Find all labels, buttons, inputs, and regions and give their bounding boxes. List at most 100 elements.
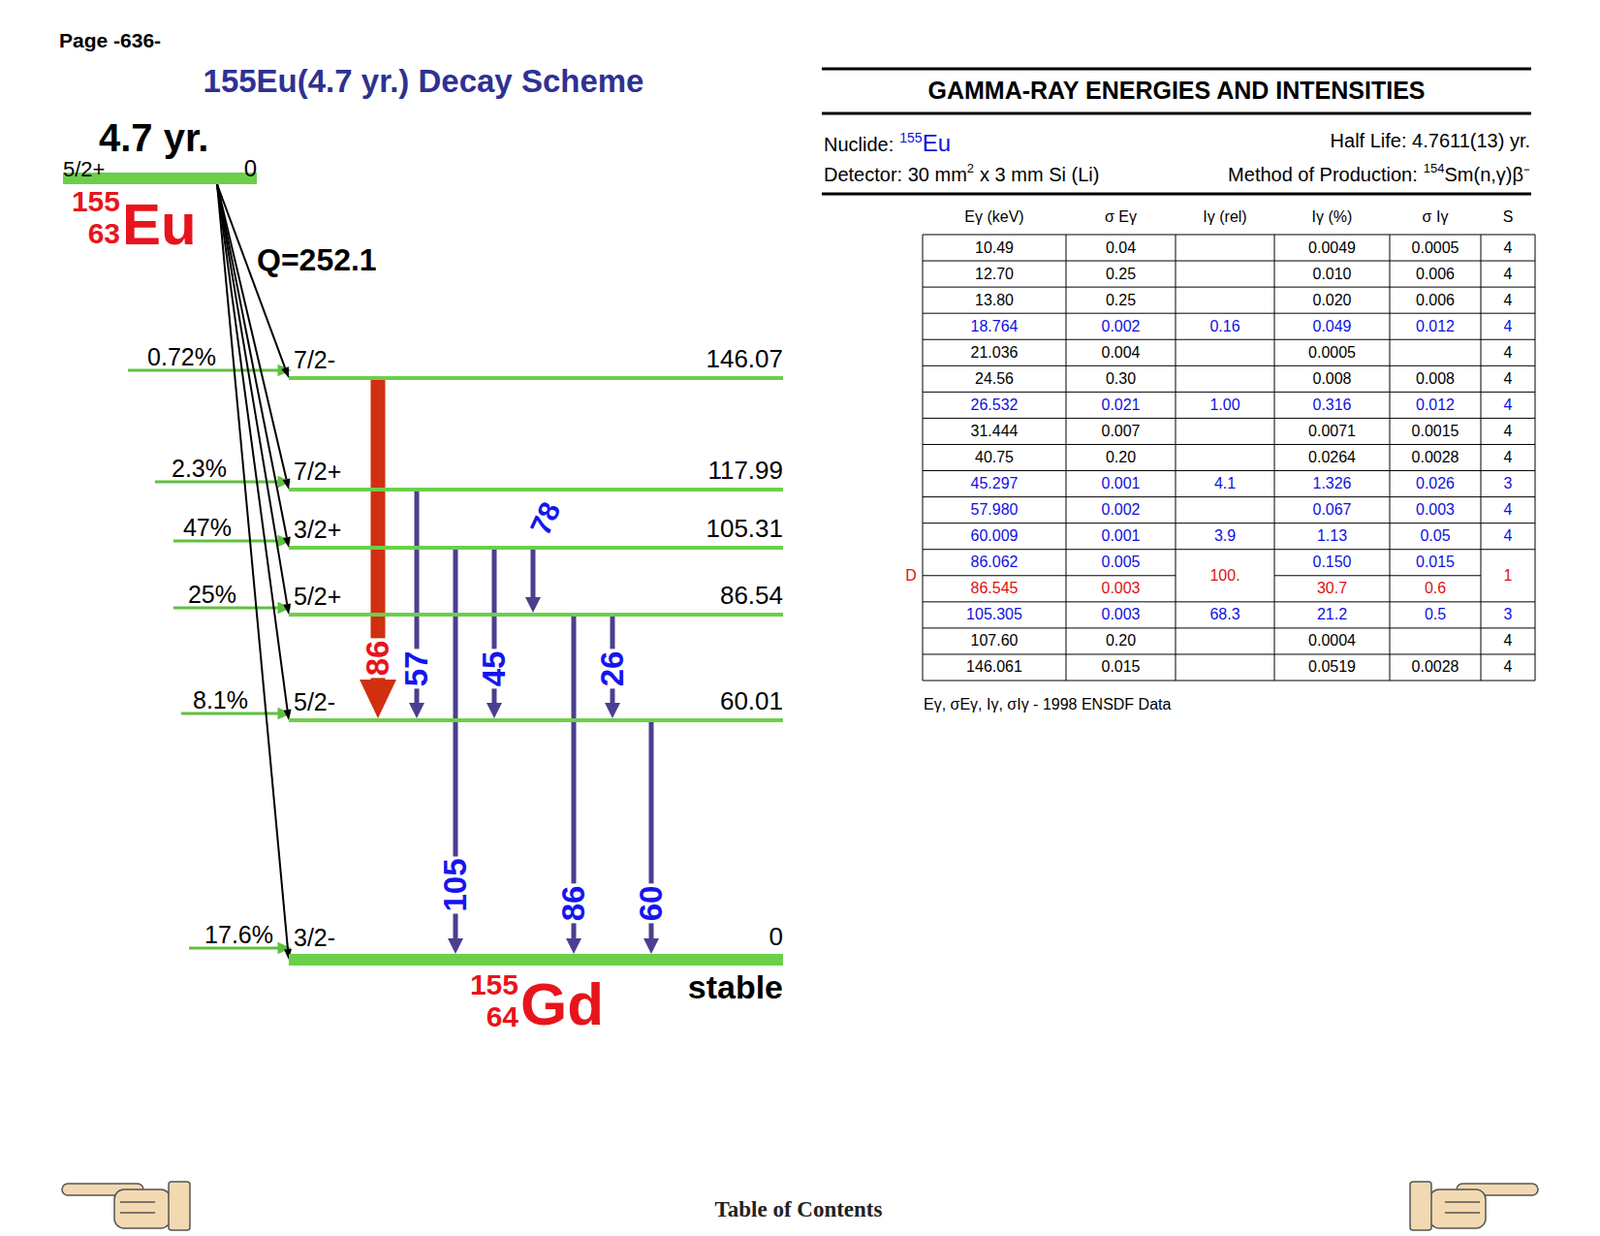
table-cell: 0.30 (1105, 370, 1136, 388)
grid-line (1535, 234, 1537, 681)
table-cell: 31.444 (971, 422, 1019, 440)
gamma-transition (525, 549, 541, 613)
grid-line (922, 574, 1176, 576)
header-line: Method of Production:154Sm(n,γ)β⁻ (1227, 160, 1531, 188)
level-energy: 105.31 (705, 513, 784, 544)
nav-link: Table of Contents (715, 1196, 883, 1223)
arrow-head (525, 596, 541, 613)
mass-number: 155 (470, 968, 519, 1002)
table-cell: 30.7 (1317, 579, 1348, 597)
level-energy: 86.54 (720, 580, 784, 611)
gamma-transition (486, 549, 502, 719)
table-cell: 21.2 (1317, 605, 1348, 624)
table-cell: 26.532 (971, 396, 1019, 414)
beta-branch (217, 184, 289, 378)
table-cell: 0.0028 (1411, 658, 1460, 676)
grid-line (922, 470, 1536, 471)
column-header: Iγ (%) (1312, 208, 1353, 226)
table-title: GAMMA-RAY ENERGIES AND INTENSITIES (927, 76, 1425, 105)
beta-line (217, 184, 287, 537)
spin-parity: 5/2- (293, 688, 336, 717)
beta-branch (217, 184, 291, 548)
gamma-energy-label: 105 (437, 855, 474, 913)
table-cell: 4 (1504, 631, 1513, 650)
header-text: 2 (967, 160, 974, 176)
table-cell: 0.007 (1100, 422, 1140, 440)
table-cell: 0.0071 (1308, 422, 1356, 440)
table-cell: 0.16 (1209, 317, 1240, 336)
table-cell: 4 (1504, 448, 1513, 467)
parent-level: 4.7 yr.5/2+0 (62, 172, 257, 185)
grid-line (922, 653, 1536, 655)
grid-line (1274, 574, 1481, 576)
pointing-hand (62, 1181, 190, 1230)
level-energy: 0 (244, 155, 257, 183)
table-cell: 0.015 (1100, 658, 1140, 676)
grid-line (922, 443, 1536, 445)
gamma-energy-label: 78 (523, 495, 569, 542)
table-cell: 13.80 (974, 291, 1014, 310)
table-cell: 0.008 (1312, 370, 1351, 388)
table-cell: 0.003 (1100, 579, 1140, 597)
arrow-head (486, 702, 502, 719)
grid-line (922, 417, 1536, 419)
column-header: S (1503, 208, 1514, 226)
level-energy: 117.99 (707, 455, 784, 486)
table-cell: 0.021 (1100, 396, 1140, 414)
spin-parity: 5/2+ (62, 156, 105, 183)
energy-level: 7/2+117.99 (288, 487, 784, 492)
table-cell: 24.56 (974, 370, 1014, 388)
grid-line (922, 627, 1536, 628)
table-cell: 1 (1504, 566, 1513, 585)
branch-pointers (127, 366, 288, 952)
grid-line (1066, 234, 1067, 681)
table-cell: 0.010 (1312, 265, 1351, 283)
arrow-head (359, 679, 397, 719)
table-cell: 18.764 (971, 317, 1019, 336)
mass-number: 155 (71, 185, 121, 219)
grid-line (1389, 234, 1391, 681)
table-cell: 100. (1209, 566, 1240, 585)
table-cell: 4 (1504, 501, 1513, 519)
doublet-marker: D (905, 566, 917, 585)
beta-line (217, 184, 288, 949)
table-cell: 0.20 (1105, 448, 1136, 467)
table-cell: 0.05 (1419, 527, 1450, 545)
table-cell: 0.6 (1424, 579, 1446, 597)
table-cell: 4 (1504, 239, 1513, 257)
table-cell: 105.305 (966, 605, 1023, 624)
header-text: Nuclide: (823, 133, 894, 157)
q-value: Q=252.1 (256, 242, 377, 279)
beta-line (217, 184, 286, 479)
rule (821, 192, 1532, 196)
table-cell: 0.003 (1100, 605, 1140, 624)
table-cell: 0.0015 (1411, 422, 1460, 440)
cuff (1410, 1181, 1432, 1230)
header-text: Sm(n,γ)β⁻ (1443, 160, 1531, 188)
table-cell: 107.60 (971, 631, 1019, 650)
arrow-head (643, 938, 659, 954)
gamma-energy-label: 45 (475, 649, 513, 690)
grid-line (922, 522, 1536, 524)
table-rules (821, 68, 1532, 194)
table-cell: 4 (1504, 370, 1513, 388)
branching-ratio: 47% (183, 513, 232, 542)
grid-line (922, 600, 1536, 602)
header-text: Half Life: 4.7611(13) yr. (1330, 129, 1531, 153)
table-cell: 0.0028 (1411, 448, 1460, 467)
gamma-energy-label: 60 (632, 883, 670, 924)
table-cell: 0.25 (1105, 265, 1136, 283)
table-cell: 0.004 (1100, 344, 1140, 362)
diagram-title: 155Eu(4.7 yr.) Decay Scheme (203, 62, 645, 100)
grid-line (1480, 234, 1482, 681)
page-number: Page -636- (59, 29, 161, 53)
header-text: Detector: 30 mm (823, 163, 968, 187)
table-cell: 0.0004 (1308, 631, 1356, 650)
table-cell: 40.75 (974, 448, 1014, 467)
table-cell: 4.1 (1214, 474, 1236, 493)
spin-parity: 7/2+ (293, 457, 342, 486)
table-cell: 4 (1504, 527, 1513, 545)
energy-level: 5/2+86.54 (288, 612, 784, 617)
